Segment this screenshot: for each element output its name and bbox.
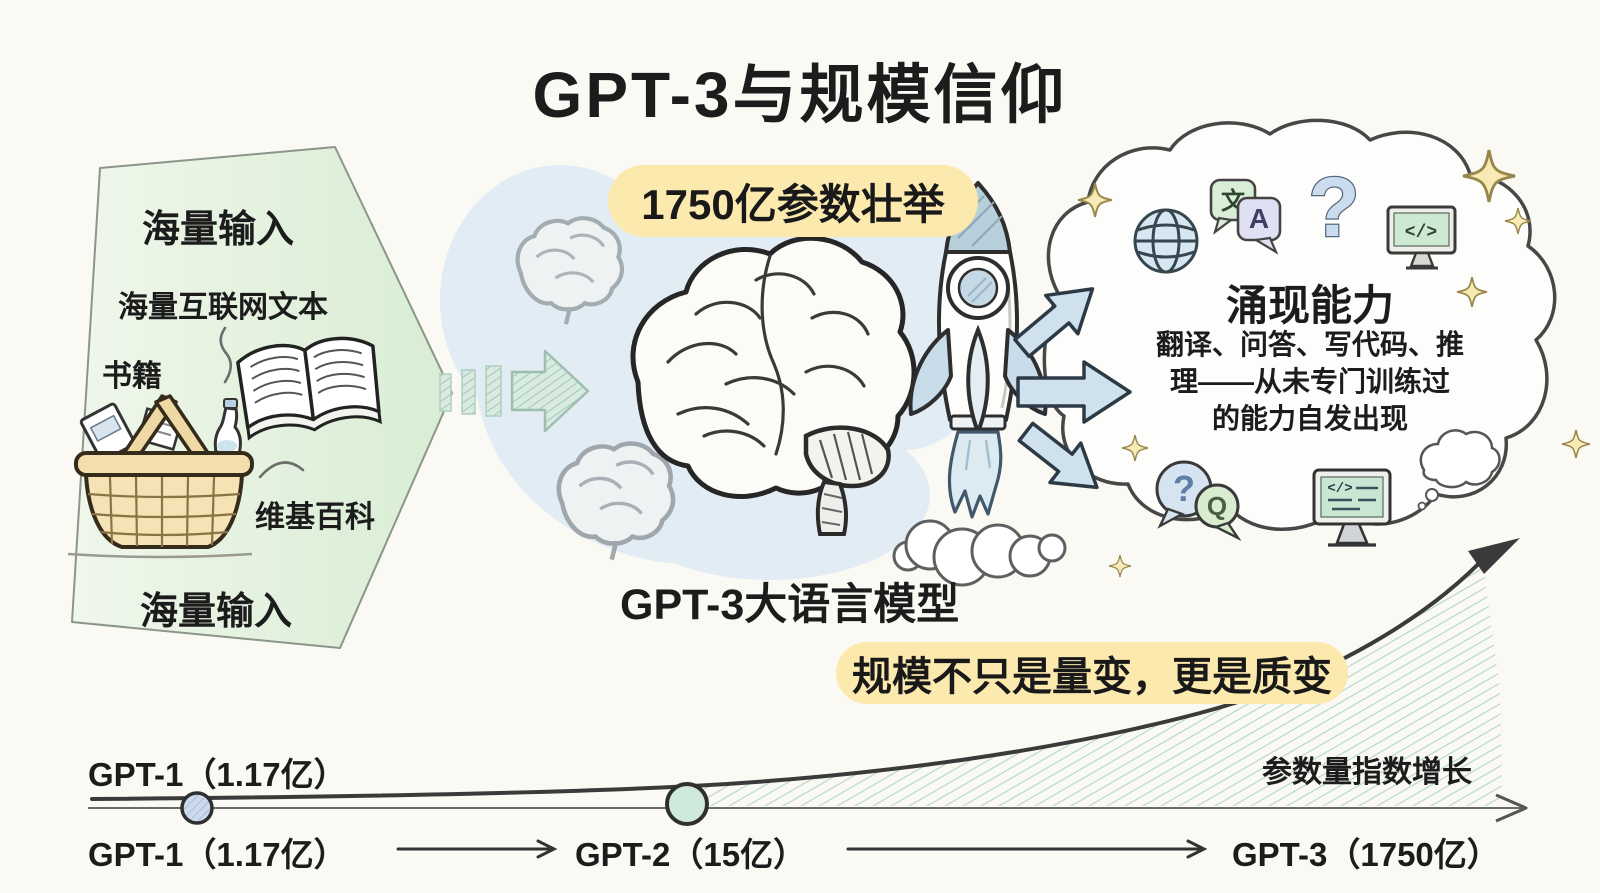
thought-cloud-icon bbox=[1417, 429, 1501, 511]
timeline-top-label: GPT-1（1.17亿） bbox=[88, 756, 347, 793]
label-arrow-1 bbox=[396, 839, 558, 859]
page-title: GPT-3与规模信仰 bbox=[532, 59, 1068, 131]
growth-label: 参数量指数增长 bbox=[1262, 756, 1472, 789]
code2-glyph: </> bbox=[1327, 481, 1352, 497]
book-icon bbox=[236, 336, 382, 441]
emergence-title: 涌现能力 bbox=[1225, 282, 1394, 329]
growth-curve bbox=[90, 552, 1490, 801]
timeline-axis-arrowhead bbox=[1495, 793, 1528, 823]
output-arrow-bottom bbox=[1017, 421, 1099, 490]
code-monitor2-icon: </> bbox=[1312, 468, 1392, 547]
emergence-line: 理——从未专门训练过 bbox=[1169, 366, 1450, 397]
scale-banner: 规模不只是量变，更是质变 bbox=[836, 642, 1348, 704]
output-arrow-middle bbox=[1016, 360, 1132, 424]
qa-question-glyph: ? bbox=[1173, 468, 1195, 509]
basket-icon bbox=[67, 394, 254, 559]
output-arrow-top bbox=[1013, 287, 1095, 359]
bottle-icon bbox=[213, 398, 242, 456]
brain-icon bbox=[630, 235, 917, 536]
input-source-books: 书籍 bbox=[102, 360, 162, 393]
qa-q-glyph: Q bbox=[1207, 491, 1227, 521]
code-monitor-icon: </> bbox=[1386, 205, 1457, 270]
param-badge: 1750亿参数壮举 bbox=[608, 165, 978, 237]
growth-fill bbox=[700, 556, 1502, 806]
growth-curve-arrowhead bbox=[1468, 538, 1520, 574]
timeline-label-gpt3: GPT-3（1750亿） bbox=[1232, 836, 1500, 873]
input-top-label: 海量输入 bbox=[142, 209, 295, 251]
input-arrow-icon bbox=[510, 349, 590, 433]
translate-icon: 文 A bbox=[1209, 178, 1282, 255]
translate-a-glyph: A bbox=[1249, 203, 1269, 234]
timeline-label-gpt2: GPT-2（15亿） bbox=[575, 836, 807, 873]
label-arrow-2 bbox=[846, 839, 1208, 859]
globe-icon bbox=[1133, 208, 1199, 274]
model-caption: GPT-3大语言模型 bbox=[620, 581, 960, 629]
question-mark-icon: ? bbox=[1308, 160, 1359, 254]
input-source-wiki: 维基百科 bbox=[255, 501, 375, 534]
input-dashes bbox=[439, 365, 502, 417]
smoke-puffs bbox=[892, 519, 1067, 587]
input-source-internet: 海量互联网文本 bbox=[118, 291, 328, 324]
emergence-line: 翻译、问答、写代码、推 bbox=[1155, 329, 1464, 360]
gpt1-dot bbox=[180, 791, 214, 825]
code-glyph: </> bbox=[1405, 223, 1437, 243]
qa-icon: ? Q bbox=[1155, 460, 1242, 542]
gpt2-dot bbox=[665, 782, 709, 826]
input-bottom-label: 海量输入 bbox=[140, 591, 293, 633]
emergence-line: 的能力自发出现 bbox=[1211, 403, 1408, 434]
timeline-label-gpt1: GPT-1（1.17亿） bbox=[88, 836, 347, 873]
rocket-icon bbox=[908, 181, 1048, 519]
